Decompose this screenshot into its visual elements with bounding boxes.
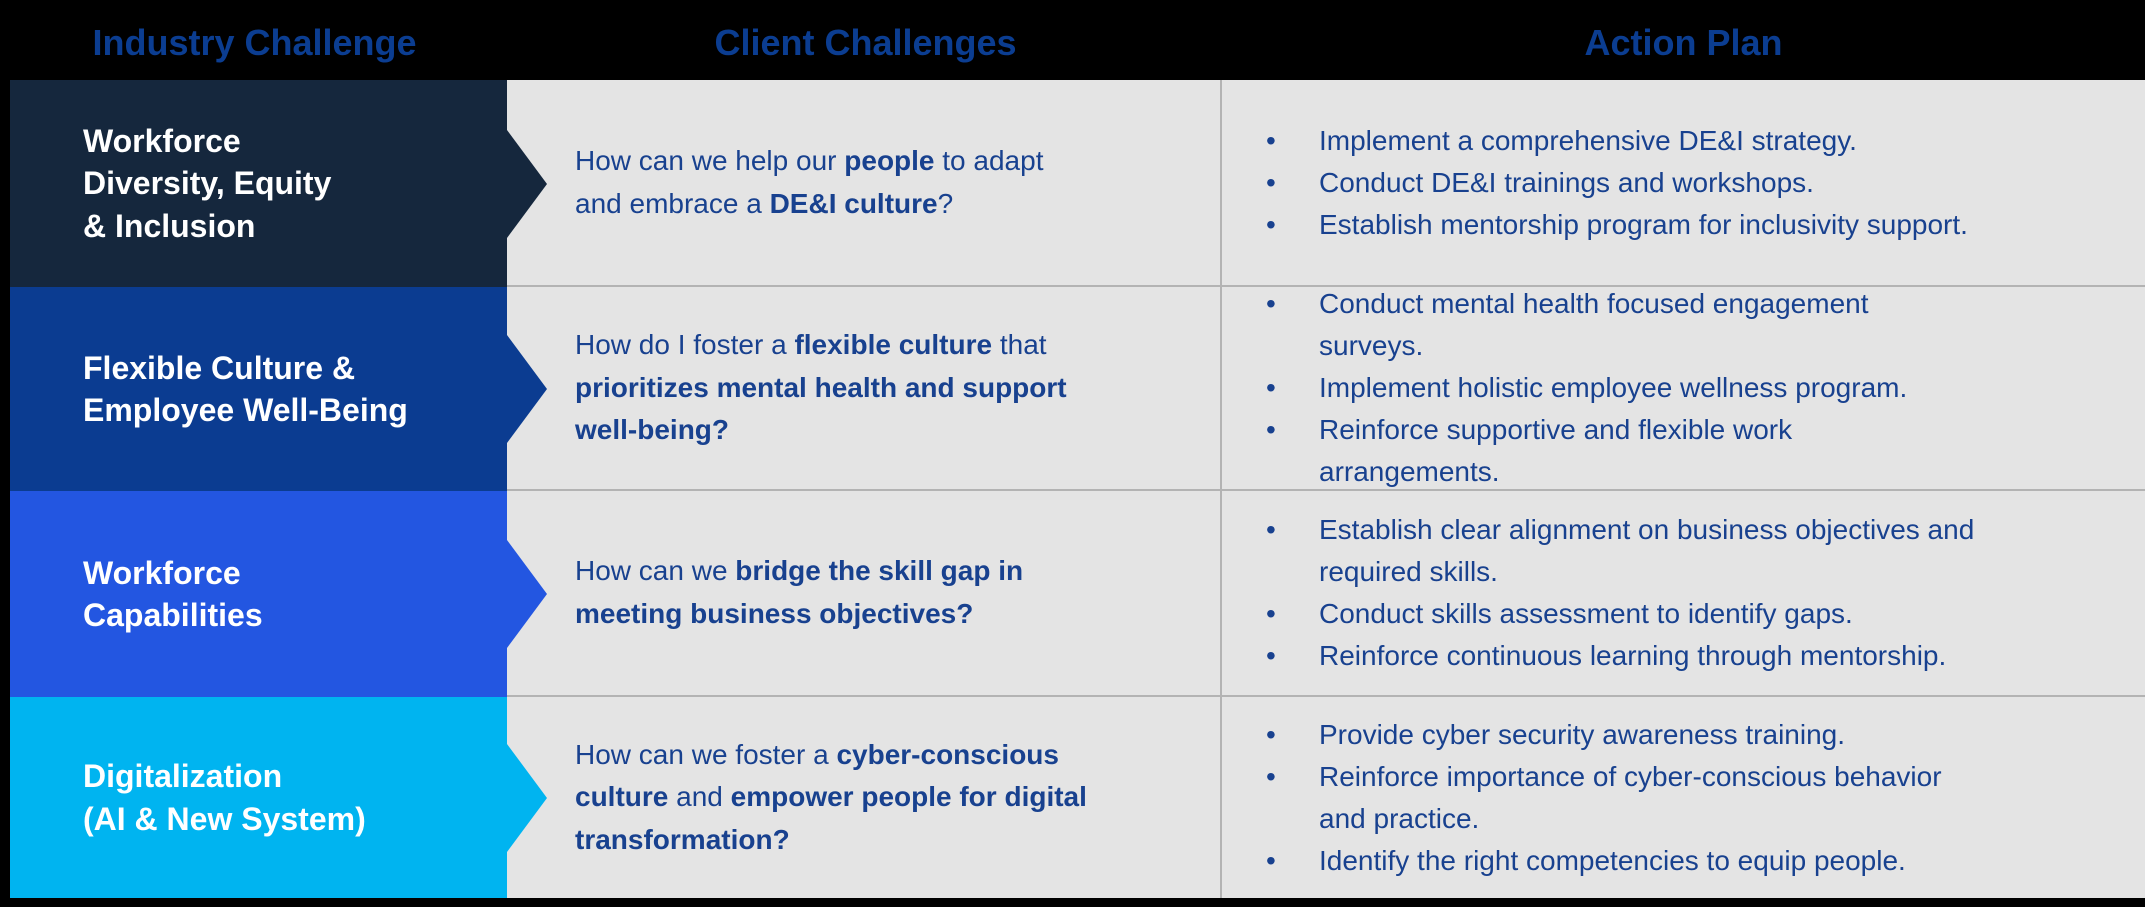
action-item: Establish mentorship program for inclusi…: [1262, 204, 1968, 246]
industry-challenge-label: Flexible Culture & Employee Well-Being: [83, 349, 408, 428]
industry-challenge-arrow: Flexible Culture & Employee Well-Being: [10, 287, 507, 491]
table-header: Industry Challenge Client Challenges Act…: [0, 0, 2145, 80]
client-challenge-cell: How can we help our people to adapt and …: [507, 80, 1222, 287]
action-item: Provide cyber security awareness trainin…: [1262, 714, 1942, 756]
client-challenge-text: How do I foster a flexible culture that …: [575, 329, 1067, 446]
action-item: Implement holistic employee wellness pro…: [1262, 367, 1907, 409]
column-header-client-challenges: Client Challenges: [714, 22, 1017, 63]
client-challenge-cell: How do I foster a flexible culture that …: [507, 287, 1222, 491]
column-header-industry-challenge: Industry Challenge: [92, 22, 417, 63]
action-plan-cell: Conduct mental health focused engagement…: [1222, 283, 2145, 491]
industry-challenge-arrow: Workforce Capabilities: [10, 491, 507, 697]
industry-challenge-label: Digitalization (AI & New System): [83, 758, 366, 837]
action-item: Reinforce continuous learning through me…: [1262, 635, 1974, 677]
action-item: Reinforce supportive and flexible work a…: [1262, 409, 1907, 493]
client-challenge-text: How can we foster a cyber-conscious cult…: [575, 738, 1087, 855]
client-challenge-cell: How can we foster a cyber-conscious cult…: [507, 697, 1222, 898]
action-item: Reinforce importance of cyber-conscious …: [1262, 756, 1942, 840]
action-item: Conduct mental health focused engagement…: [1262, 283, 1907, 367]
column-header-action-plan: Action Plan: [1584, 22, 1783, 63]
action-plan-list: Implement a comprehensive DE&I strategy.…: [1262, 120, 1968, 246]
client-challenge-text: How can we bridge the skill gap in meeti…: [575, 555, 1024, 629]
row-digitalization: Digitalization (AI & New System) How can…: [0, 697, 2145, 898]
industry-challenge-arrow: Workforce Diversity, Equity & Inclusion: [10, 80, 507, 287]
client-challenge-cell: How can we bridge the skill gap in meeti…: [507, 491, 1222, 697]
action-plan-list: Provide cyber security awareness trainin…: [1262, 714, 1942, 882]
industry-challenge-arrow: Digitalization (AI & New System): [10, 697, 507, 898]
action-plan-cell: Provide cyber security awareness trainin…: [1222, 697, 2145, 898]
industry-challenge-label: Workforce Capabilities: [83, 554, 263, 633]
action-item: Conduct skills assessment to identify ga…: [1262, 593, 1974, 635]
action-item: Establish clear alignment on business ob…: [1262, 509, 1974, 593]
row-workforce-capabilities: Workforce Capabilities How can we bridge…: [0, 491, 2145, 697]
action-item: Implement a comprehensive DE&I strategy.: [1262, 120, 1968, 162]
action-item: Conduct DE&I trainings and workshops.: [1262, 162, 1968, 204]
client-challenge-text: How can we help our people to adapt and …: [575, 144, 1044, 219]
action-plan-cell: Implement a comprehensive DE&I strategy.…: [1222, 80, 2145, 287]
row-flexible-culture: Flexible Culture & Employee Well-Being H…: [0, 283, 2145, 491]
action-plan-cell: Establish clear alignment on business ob…: [1222, 491, 2145, 697]
row-workforce-dei: Workforce Diversity, Equity & Inclusion …: [0, 80, 2145, 287]
action-plan-list: Conduct mental health focused engagement…: [1262, 283, 1907, 493]
action-item: Identify the right competencies to equip…: [1262, 840, 1942, 882]
industry-challenge-label: Workforce Diversity, Equity & Inclusion: [83, 123, 332, 244]
action-plan-list: Establish clear alignment on business ob…: [1262, 509, 1974, 677]
